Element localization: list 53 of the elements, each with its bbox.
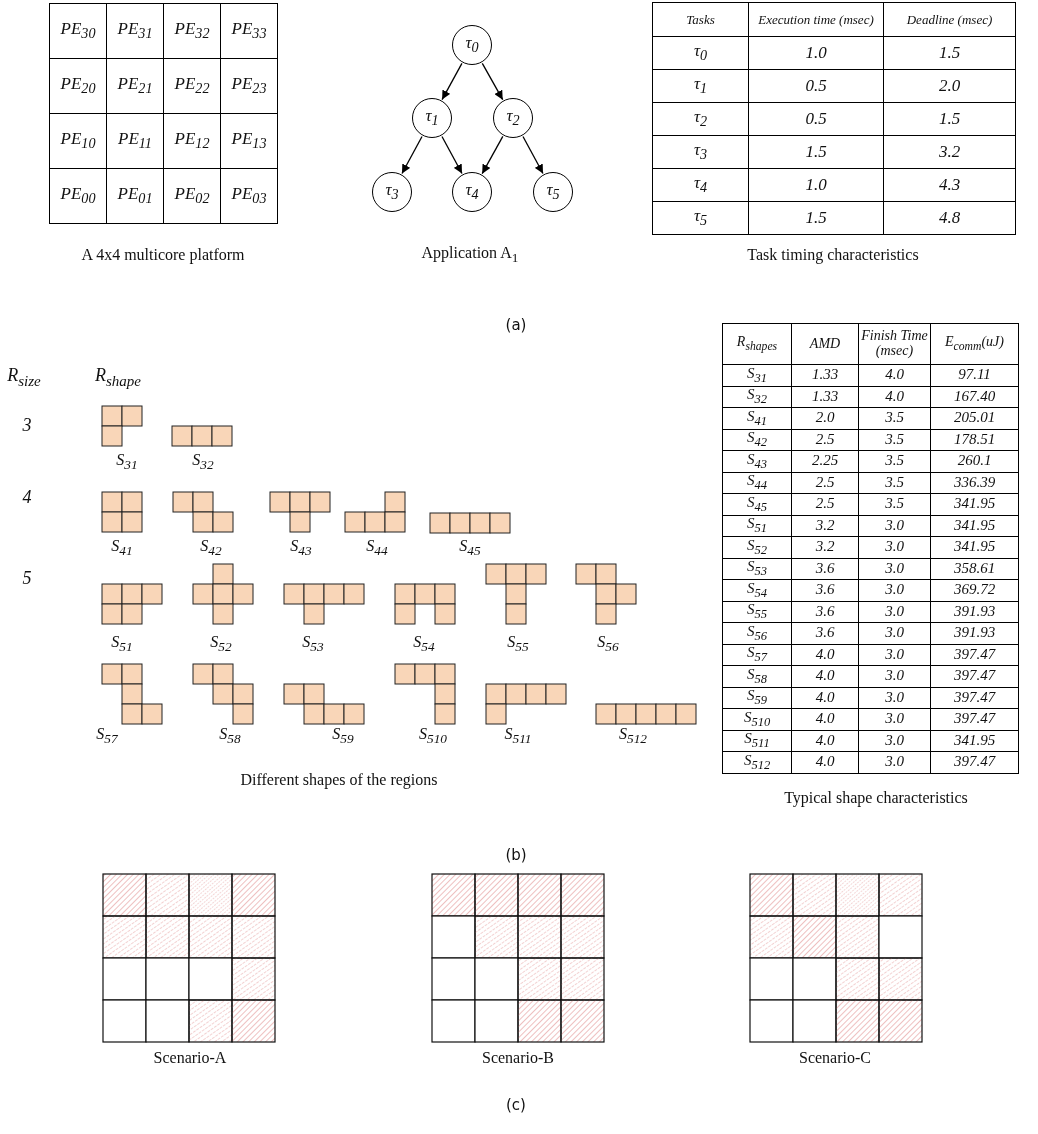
size-label: 3 xyxy=(22,414,32,436)
figure-caption: Scenario-C xyxy=(799,1049,871,1067)
size-label: 5 xyxy=(22,567,32,589)
table-cell: 4.8 xyxy=(883,201,1016,235)
shape-label: S$_{45}$ xyxy=(459,536,481,560)
arrow xyxy=(481,62,504,101)
figure-caption: A 4x4 multicore platform xyxy=(81,246,245,264)
shape-label: S$_{52}$ xyxy=(210,632,232,656)
figure-caption: Task timing characteristics xyxy=(747,246,919,264)
column-header: Deadline (msec) xyxy=(883,2,1016,37)
grid-cell: PE$_{03}$ xyxy=(220,168,278,224)
shape-label: S$_{55}$ xyxy=(507,632,529,656)
panel-label: (a) xyxy=(505,316,527,334)
figure-caption: Typical shape characteristics xyxy=(784,789,968,807)
arrow xyxy=(441,135,463,175)
figure-caption: Scenario-B xyxy=(482,1049,554,1067)
grid-cell: PE$_{00}$ xyxy=(49,168,107,224)
shape-label: S$_{56}$ xyxy=(597,632,619,656)
shape-label: S$_{512}$ xyxy=(619,724,647,748)
shape-label: S$_{511}$ xyxy=(504,724,532,748)
column-header: E$_{comm}$(uJ) xyxy=(930,323,1019,365)
shape-label: S$_{58}$ xyxy=(219,724,241,748)
panel-label: (c) xyxy=(506,1096,526,1114)
figure-caption: Scenario-A xyxy=(153,1049,227,1067)
axis-heading: R$_{shape}$ xyxy=(95,364,141,390)
shape-label: S$_{41}$ xyxy=(111,536,133,560)
table-cell: S$_{512}$ xyxy=(722,751,792,774)
table-cell: τ$_{5}$ xyxy=(652,201,749,235)
grid-cell: PE$_{30}$ xyxy=(49,3,107,59)
grid-cell: PE$_{33}$ xyxy=(220,3,278,59)
shape-label: S$_{57}$ xyxy=(96,724,118,748)
column-header: Tasks xyxy=(652,2,749,37)
shape-label: S$_{510}$ xyxy=(419,724,447,748)
panel-label: (b) xyxy=(505,846,527,864)
shape-label: S$_{42}$ xyxy=(200,536,222,560)
shape-label: S$_{53}$ xyxy=(302,632,324,656)
arrow xyxy=(522,135,544,175)
shape-label: S$_{31}$ xyxy=(116,450,138,474)
shape-label: S$_{54}$ xyxy=(413,632,435,656)
shape-label: S$_{44}$ xyxy=(366,536,388,560)
figure-caption: Application A$_{1}$ xyxy=(421,243,519,267)
table-cell: 397.47 xyxy=(930,751,1019,774)
shape-label: S$_{32}$ xyxy=(192,450,214,474)
shape-label: S$_{43}$ xyxy=(290,536,312,560)
arrow xyxy=(401,135,423,175)
arrow xyxy=(441,62,463,101)
shape-label: S$_{51}$ xyxy=(111,632,133,656)
column-header: R$_{shapes}$ xyxy=(722,323,792,365)
shape-label: S$_{59}$ xyxy=(332,724,354,748)
arrow xyxy=(481,135,504,175)
figure-caption: Different shapes of the regions xyxy=(240,771,438,789)
size-label: 4 xyxy=(22,486,32,508)
axis-heading: R$_{size}$ xyxy=(7,364,41,390)
